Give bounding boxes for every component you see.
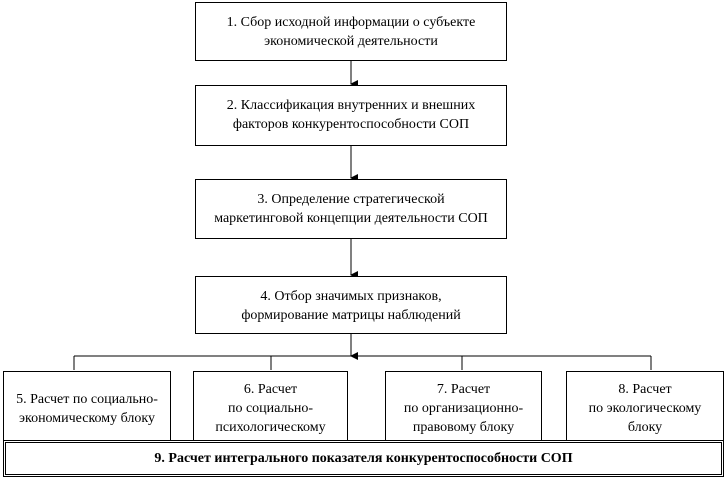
step-1-label: 1. Сбор исходной информации о субъекте э…	[226, 15, 476, 49]
step-2-label: 2. Классификация внутренних и внешних фа…	[226, 98, 476, 132]
block-7-box: 7. Расчет по организационно- правовому б…	[385, 371, 542, 443]
final-step-label: 9. Расчет интегрального показателя конку…	[154, 451, 573, 466]
step-1-box: 1. Сбор исходной информации о субъекте э…	[195, 2, 507, 61]
step-2-box: 2. Классификация внутренних и внешних фа…	[195, 85, 507, 146]
step-3-box: 3. Определение стратегической маркетинго…	[195, 179, 507, 239]
step-3-label: 3. Определение стратегической маркетинго…	[214, 192, 488, 226]
block-5-label: 5. Расчет по социально- экономическому б…	[16, 392, 158, 426]
block-8-label: 8. Расчет по экологическому блоку	[588, 382, 702, 435]
step-4-box: 4. Отбор значимых признаков, формировани…	[195, 276, 507, 334]
block-7-label: 7. Расчет по организационно- правовому б…	[403, 382, 524, 435]
block-6-box: 6. Расчет по социально- психологическому…	[193, 371, 348, 443]
final-step-box: 9. Расчет интегрального показателя конку…	[3, 440, 724, 477]
block-5-box: 5. Расчет по социально- экономическому б…	[3, 371, 171, 443]
step-4-label: 4. Отбор значимых признаков, формировани…	[241, 289, 461, 323]
block-6-label: 6. Расчет по социально- психологическому…	[215, 382, 326, 442]
block-8-box: 8. Расчет по экологическому блоку	[566, 371, 724, 443]
